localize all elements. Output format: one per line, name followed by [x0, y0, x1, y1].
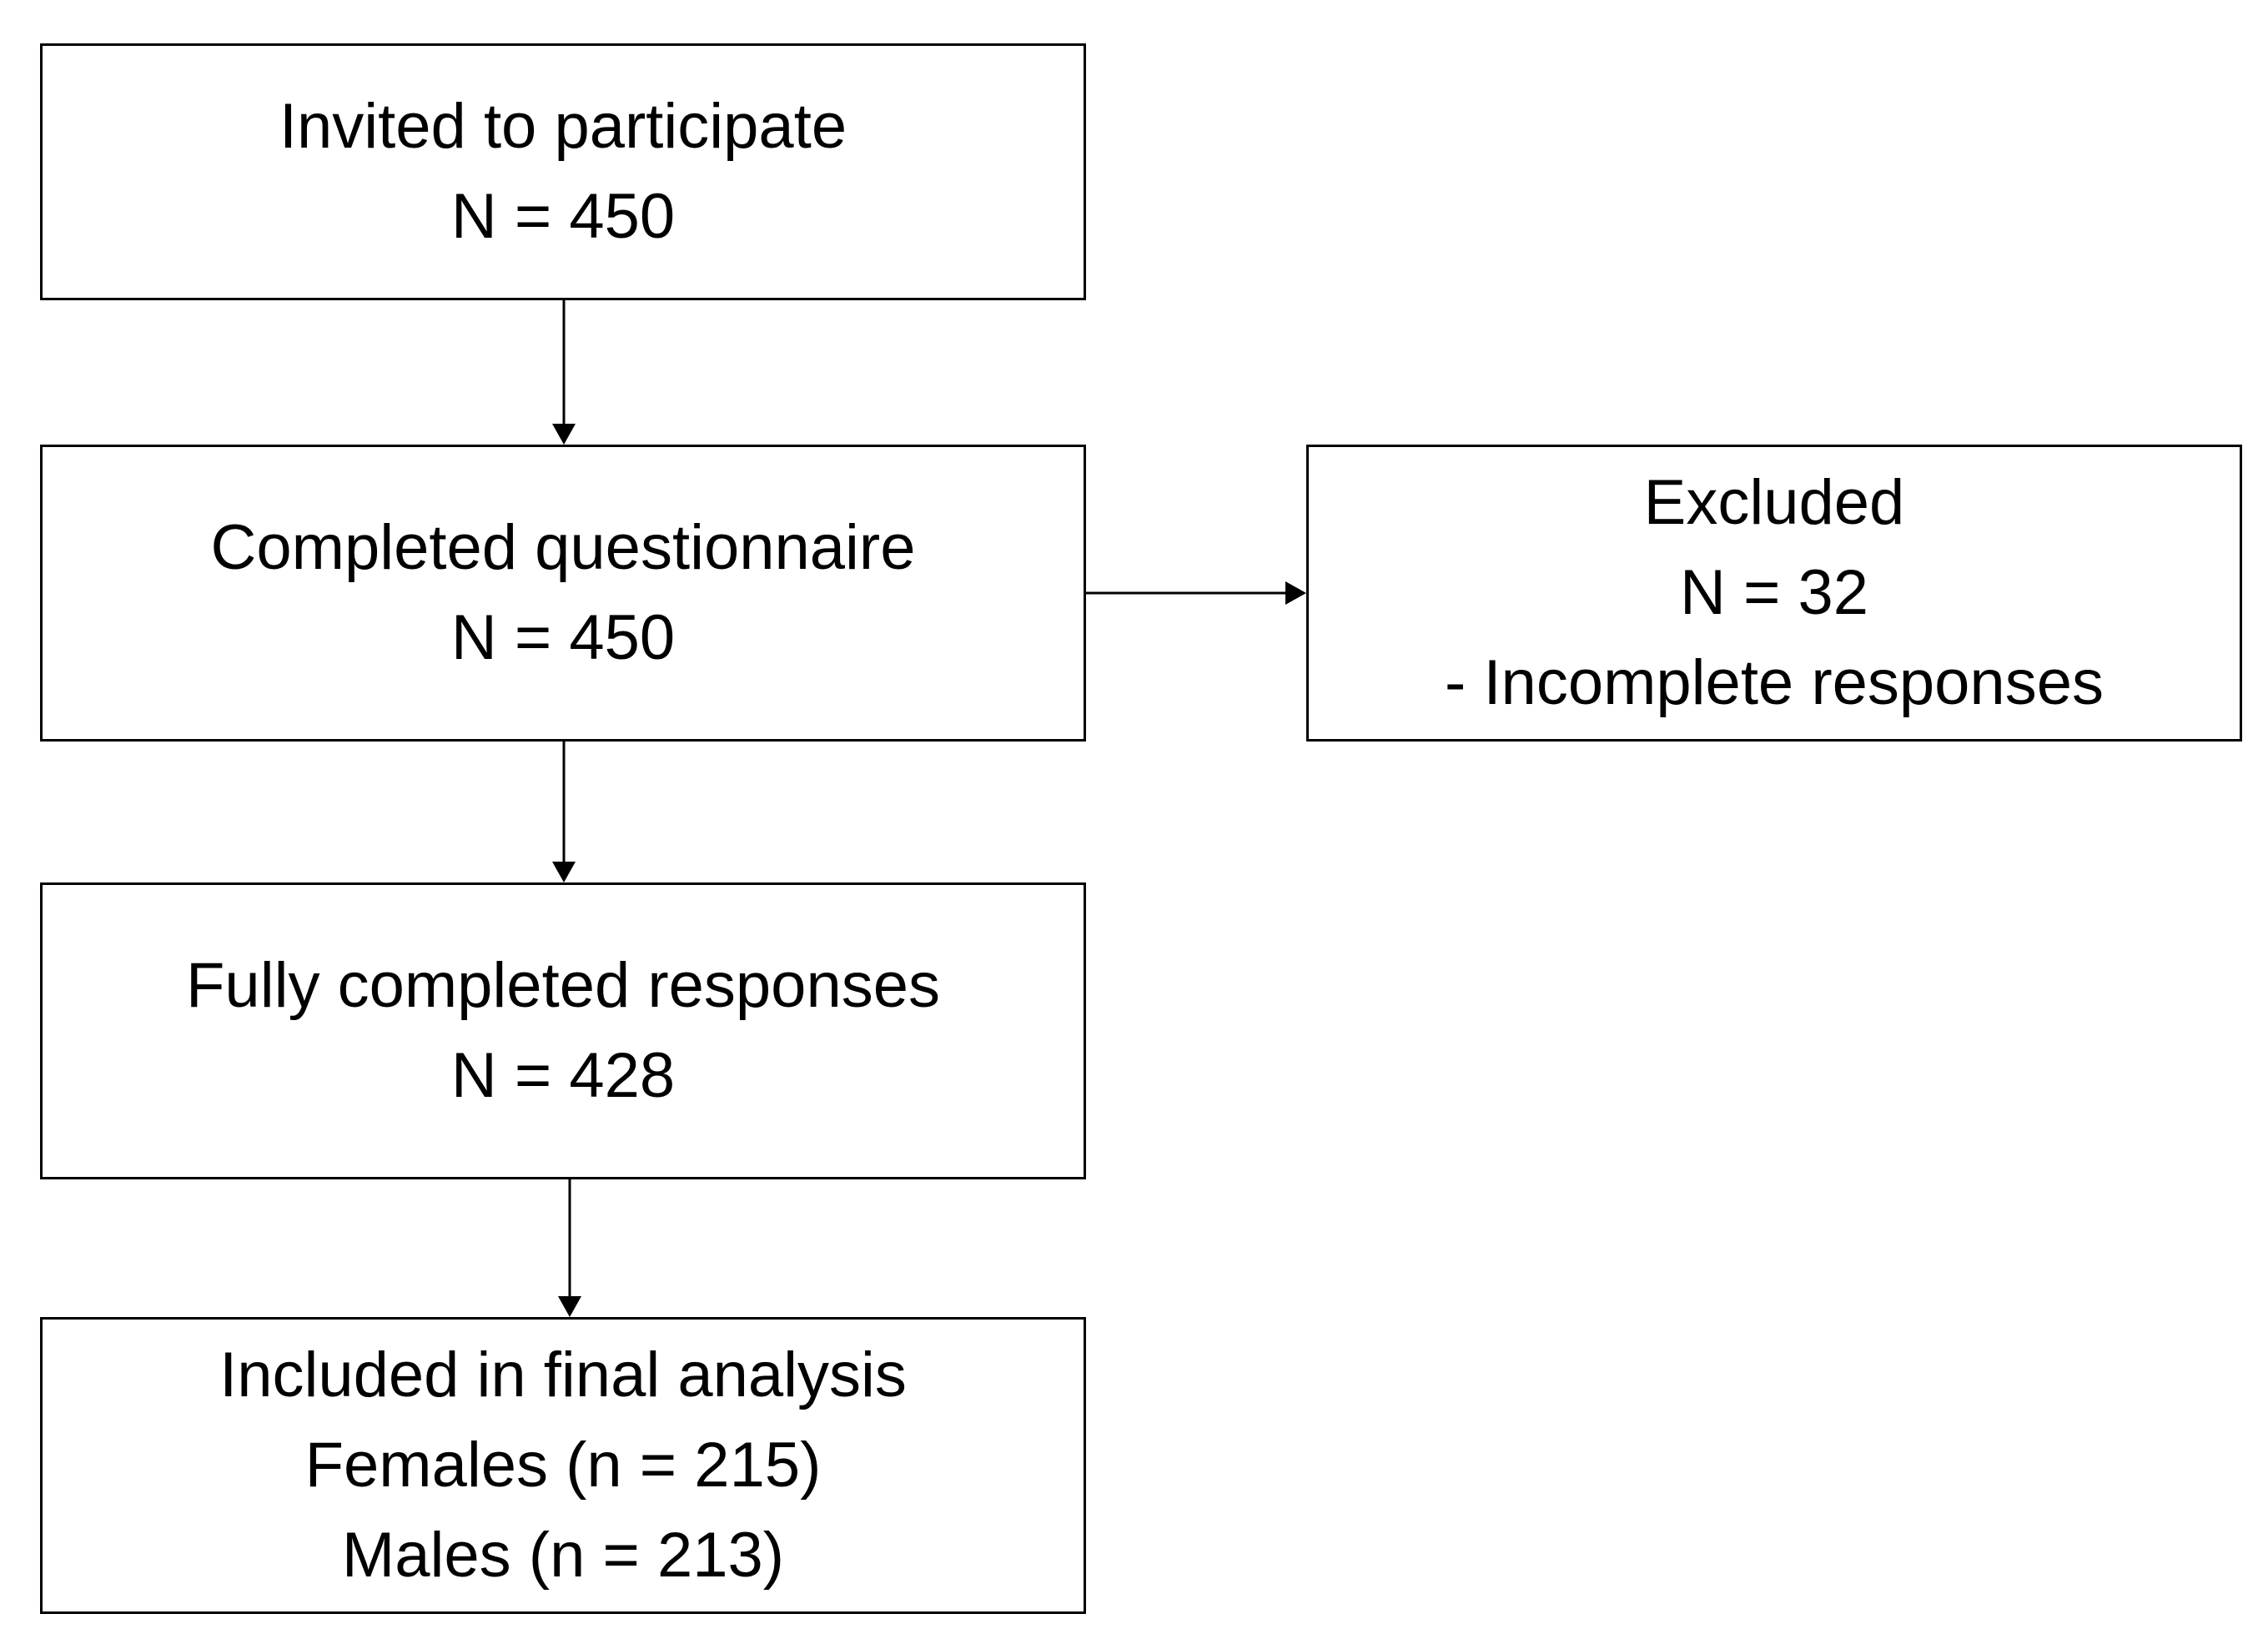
included-females: Females (n = 215) [304, 1430, 822, 1501]
completed-count: N = 450 [450, 602, 676, 673]
invited-count: N = 450 [450, 181, 676, 252]
fully-completed-box: Fully completed responses N = 428 [40, 882, 1086, 1179]
fully-count: N = 428 [450, 1040, 676, 1111]
included-males: Males (n = 213) [341, 1520, 785, 1591]
arrowhead-completed-to-excluded [1285, 581, 1306, 605]
included-box: Included in final analysis Females (n = … [40, 1317, 1086, 1614]
excluded-count: N = 32 [1679, 557, 1869, 628]
fully-title: Fully completed responses [186, 950, 940, 1021]
invited-title: Invited to participate [279, 91, 847, 162]
invited-box: Invited to participate N = 450 [40, 43, 1086, 300]
completed-box: Completed questionnaire N = 450 [40, 445, 1086, 742]
arrowhead-invited-to-completed [552, 424, 576, 445]
excluded-box: Excluded N = 32 - Incomplete responses [1306, 445, 2242, 742]
excluded-title: Excluded [1643, 467, 1905, 538]
included-title: Included in final analysis [219, 1340, 907, 1410]
excluded-reason: - Incomplete responses [1445, 647, 2104, 718]
completed-title: Completed questionnaire [210, 512, 916, 583]
arrowhead-fully-to-included [558, 1296, 581, 1317]
arrowhead-completed-to-fully [552, 862, 576, 882]
